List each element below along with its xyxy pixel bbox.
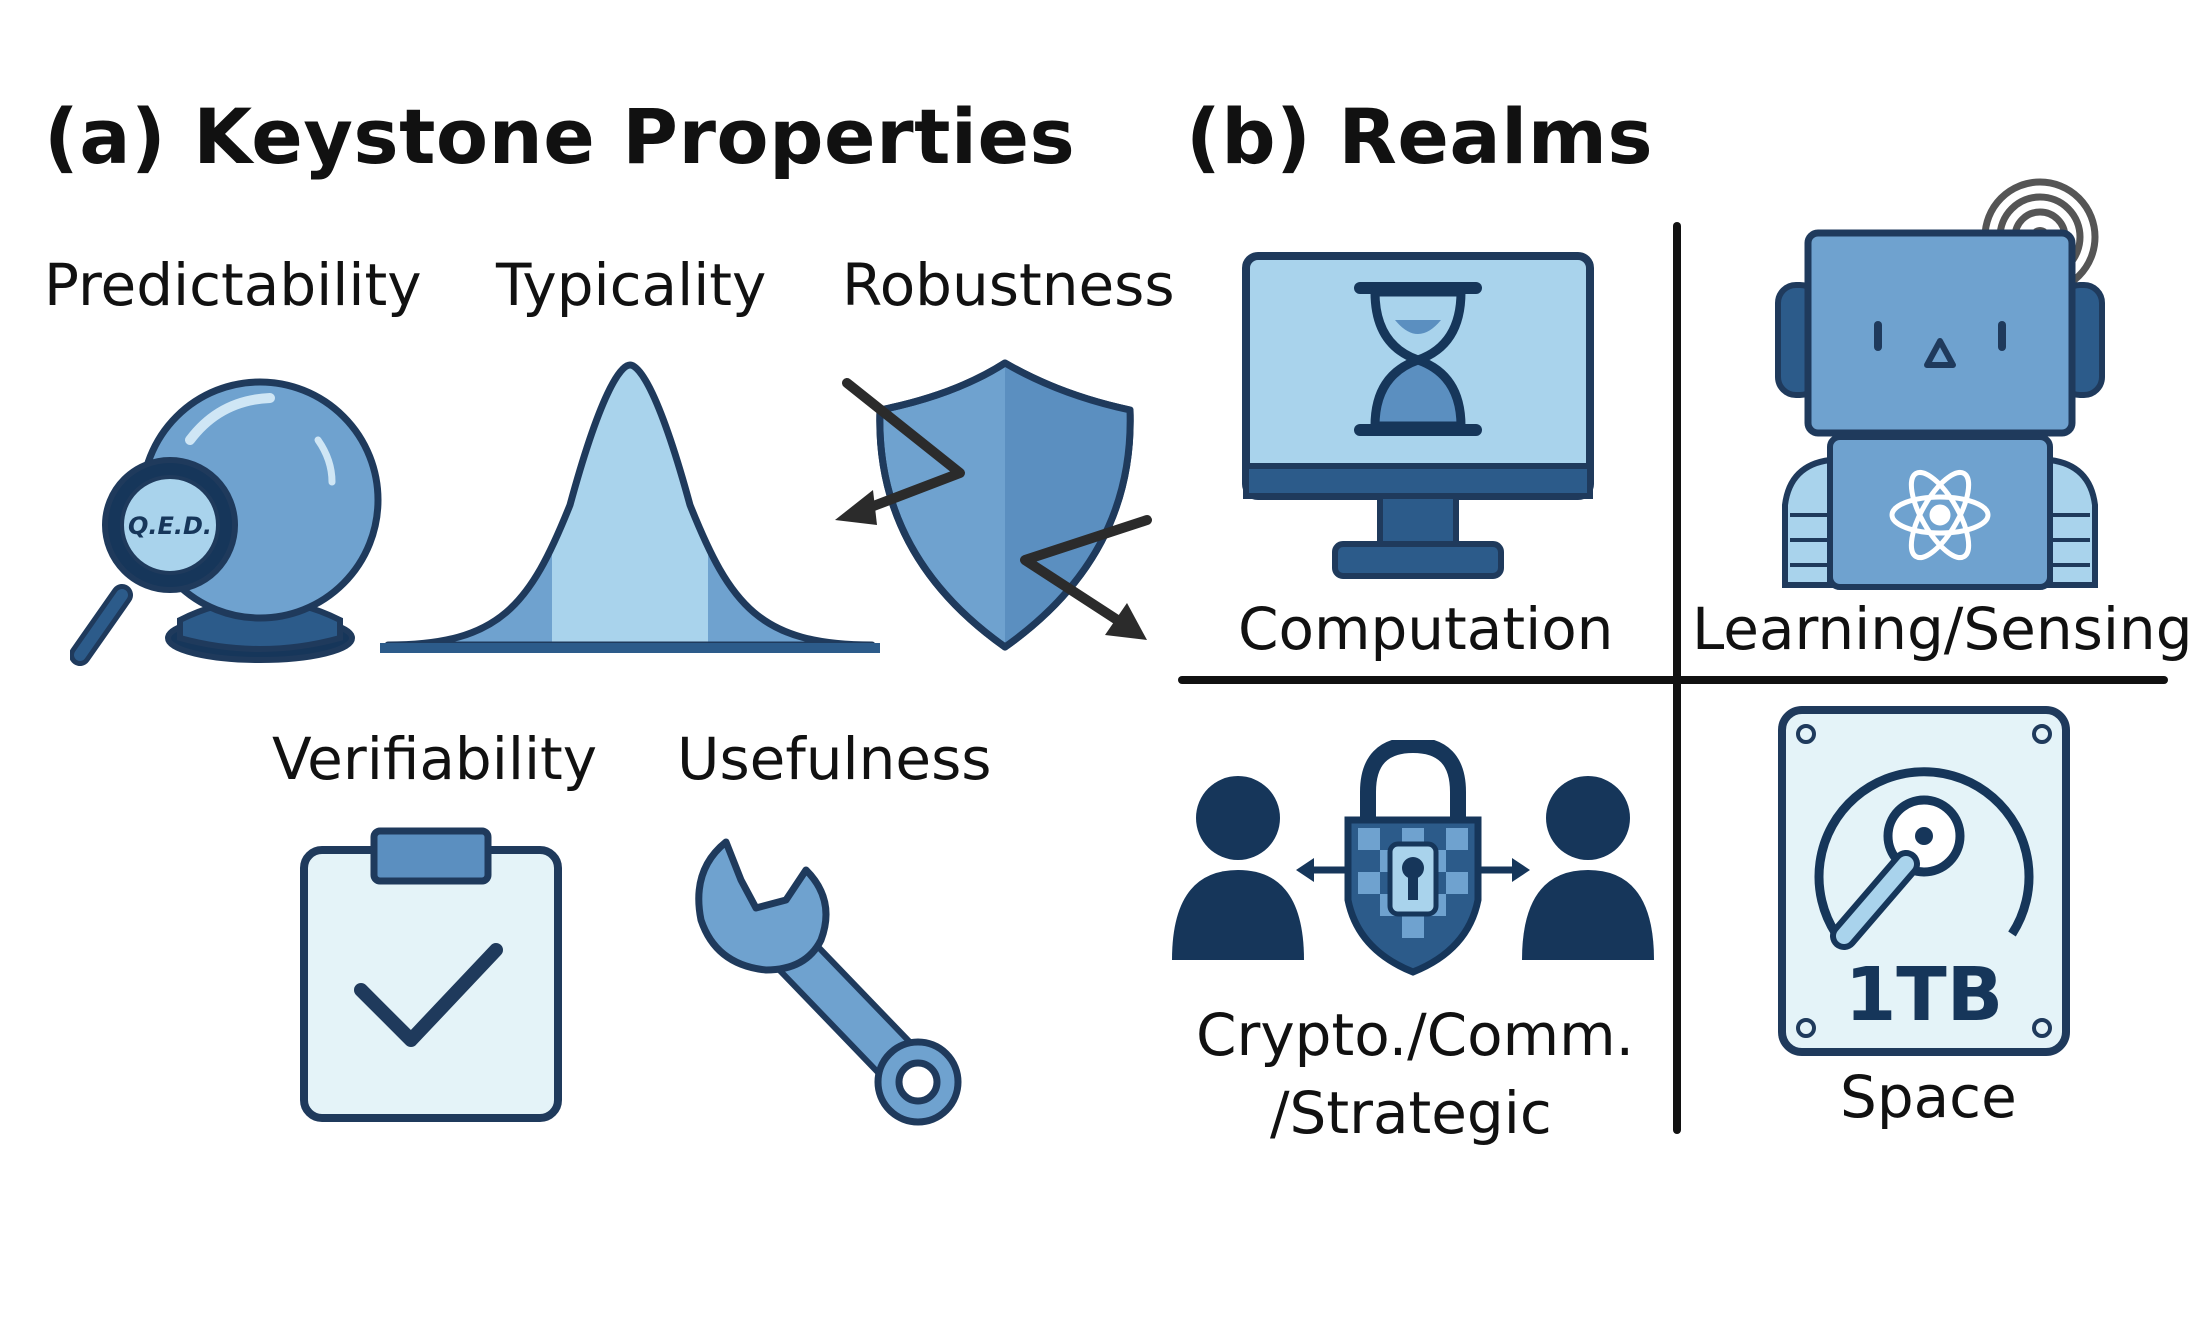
crypto-label-line2: /Strategic xyxy=(1270,1079,1552,1147)
robot-sensor-icon xyxy=(1775,178,2105,590)
users-lock-icon xyxy=(1172,740,1654,976)
verifiability-label: Verifiability xyxy=(272,725,598,793)
qed-text: Q.E.D. xyxy=(128,512,212,540)
robustness-label: Robustness xyxy=(842,251,1175,319)
crystal-ball-magnifier-icon: Q.E.D. xyxy=(70,378,382,666)
panel-b-title: (b) Realms xyxy=(1186,92,1654,181)
hard-drive-icon: 1TB xyxy=(1778,706,2070,1056)
crypto-label-line1: Crypto./Comm. xyxy=(1196,1001,1635,1069)
panel-a-title: (a) Keystone Properties xyxy=(44,92,1076,181)
learning-sensing-label: Learning/Sensing xyxy=(1692,595,2193,663)
bell-curve-icon xyxy=(380,361,880,653)
realms-horizontal-divider xyxy=(1178,676,2168,684)
monitor-hourglass-icon xyxy=(1242,252,1594,579)
predictability-label: Predictability xyxy=(44,251,422,319)
typicality-label: Typicality xyxy=(496,251,767,319)
shield-deflect-icon xyxy=(835,359,1152,651)
clipboard-check-icon xyxy=(300,827,562,1122)
wrench-icon xyxy=(695,838,962,1126)
usefulness-label: Usefulness xyxy=(677,725,992,793)
capacity-text: 1TB xyxy=(1845,952,2003,1038)
computation-label: Computation xyxy=(1238,595,1614,663)
space-label: Space xyxy=(1840,1063,2017,1131)
